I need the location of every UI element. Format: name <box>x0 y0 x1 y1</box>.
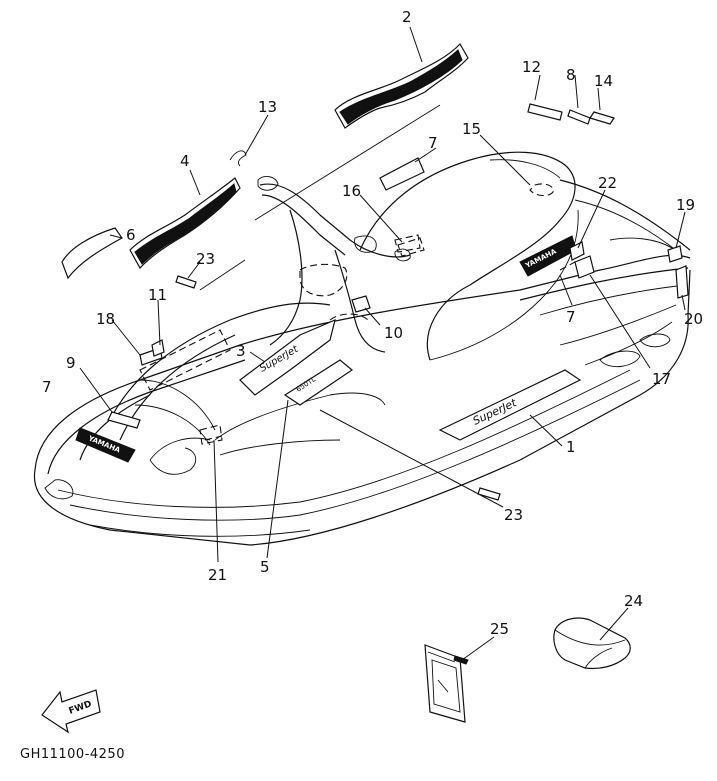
maker-plate-rear: YAMAHA <box>519 235 577 277</box>
callout-7c: 7 <box>42 378 52 396</box>
hood-decal-4 <box>129 177 246 291</box>
rear-label-small <box>569 241 585 261</box>
callout-5: 5 <box>260 558 270 576</box>
stern-label-20 <box>675 265 689 299</box>
callout-6: 6 <box>126 226 136 244</box>
callout-16: 16 <box>342 182 361 200</box>
callout-7b: 7 <box>566 308 576 326</box>
callout-21: 21 <box>208 566 227 584</box>
callout-20: 20 <box>684 310 703 328</box>
callout-24: 24 <box>624 592 643 610</box>
seat-plate-7 <box>379 157 425 191</box>
callout-numbers: 2 12 8 14 13 15 7 4 16 22 19 6 23 11 18 … <box>42 8 703 638</box>
callout-22: 22 <box>598 174 617 192</box>
callout-18: 18 <box>96 310 115 328</box>
callout-12: 12 <box>522 58 541 76</box>
callout-3: 3 <box>236 342 246 360</box>
callout-2: 2 <box>402 8 412 26</box>
callout-17: 17 <box>652 370 671 388</box>
callout-15: 15 <box>462 120 481 138</box>
callout-4: 4 <box>180 152 190 170</box>
callout-11: 11 <box>148 286 167 304</box>
manual-packet-25 <box>424 644 469 723</box>
placement-outlines <box>139 237 576 441</box>
strip-8 <box>567 109 591 125</box>
callout-7a: 7 <box>428 134 438 152</box>
strip-23-top <box>175 275 197 289</box>
strip-23-bottom <box>477 487 501 501</box>
callout-14: 14 <box>594 72 613 90</box>
front-hood <box>109 302 386 475</box>
callout-10: 10 <box>384 324 403 342</box>
small-label-front <box>107 411 141 429</box>
maker-plate-front: YAMAHA <box>75 427 136 463</box>
seat-decal-2 <box>254 42 469 221</box>
strip-14 <box>589 111 615 125</box>
leader-lines <box>79 26 686 661</box>
callout-23b: 23 <box>504 506 523 524</box>
pouch-24 <box>553 617 631 670</box>
hull-outline <box>33 179 691 546</box>
fwd-label: FWD <box>68 699 94 716</box>
handle-pole <box>257 176 411 353</box>
callout-13: 13 <box>258 98 277 116</box>
callout-25: 25 <box>490 620 509 638</box>
rear-label <box>574 255 595 279</box>
forward-arrow-icon: FWD <box>41 689 101 734</box>
clip-13 <box>229 150 247 167</box>
callout-8: 8 <box>566 66 576 84</box>
seat <box>359 151 579 361</box>
callout-23a: 23 <box>196 250 215 268</box>
callout-19: 19 <box>676 196 695 214</box>
stern-label-19 <box>667 245 683 263</box>
pole-label-10 <box>351 295 371 313</box>
strip-12 <box>527 103 563 121</box>
callout-9: 9 <box>66 354 76 372</box>
callout-1: 1 <box>566 438 576 456</box>
hood-label-11 <box>151 339 165 357</box>
drawing-code: GH11100-4250 <box>20 747 125 762</box>
dashed-box-16 <box>394 234 421 253</box>
